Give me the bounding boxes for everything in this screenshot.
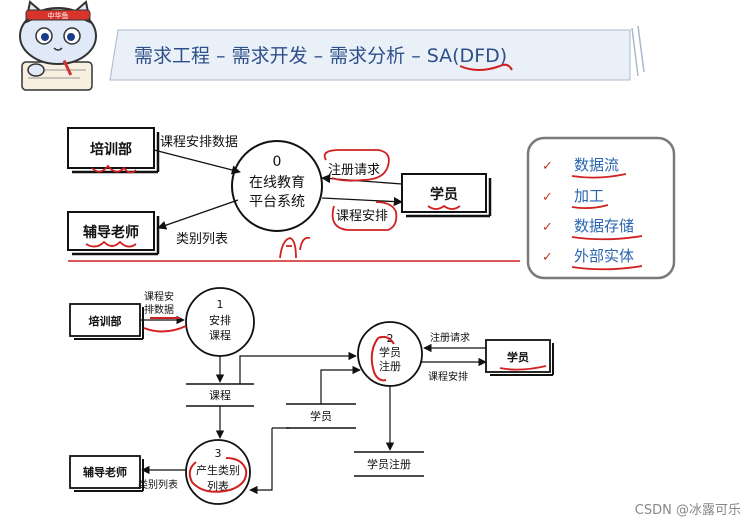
level1-p1-number: 1 <box>217 298 224 311</box>
level1-store-student: 学员 <box>286 403 356 429</box>
level1-flow-category-list-label: 类别列表 <box>138 478 178 491</box>
level1-flow-register-request-label: 注册请求 <box>430 331 470 344</box>
watermark: CSDN @冰露可乐 <box>634 503 741 518</box>
context-entity-student: 学员 <box>401 173 492 218</box>
level1-flow-course-data-line1: 课程安 <box>144 290 174 303</box>
level1-store-course: 课程 <box>186 383 254 407</box>
context-entity-training-label: 培训部 <box>90 141 132 158</box>
legend-check-icon: ✓ <box>542 250 553 265</box>
context-flow-category-list <box>157 199 239 230</box>
context-flow-course-schedule-label: 课程安排 <box>336 209 388 224</box>
context-flow-register-request-label: 注册请求 <box>328 163 380 178</box>
level1-entity-student: 学员 <box>485 339 554 376</box>
level1-entity-student-label: 学员 <box>507 350 529 364</box>
legend-check-icon: ✓ <box>542 220 553 235</box>
context-entity-teacher: 辅导老师 <box>67 211 160 256</box>
legend-panel: ✓ 数据流 ✓ 加工 ✓ 数据存储 ✓ 外部实体 <box>526 136 676 280</box>
mascot-icon: 中华鱼 <box>19 0 97 91</box>
level1-store-student-label: 学员 <box>310 409 332 423</box>
level1-p3-number: 3 <box>215 447 222 460</box>
legend-check-icon: ✓ <box>542 159 553 174</box>
mascot-badge: 中华鱼 <box>48 11 69 20</box>
context-entity-training: 培训部 <box>67 127 160 174</box>
level1-entity-teacher: 辅导老师 <box>69 455 144 492</box>
title-annotation <box>459 63 513 71</box>
level1-flow-course-schedule-label: 课程安排 <box>428 370 468 383</box>
level1-p1-line2: 课程 <box>209 329 231 342</box>
level1-flow-student-to-p2 <box>320 365 361 404</box>
level1-flow-course-to-p2 <box>239 351 357 384</box>
level1-entity-training: 培训部 <box>69 303 144 340</box>
legend-item-data-flow: 数据流 <box>574 156 619 174</box>
page-title: 需求工程 – 需求开发 – 需求分析 – SA(DFD) <box>134 45 507 67</box>
context-entity-student-label: 学员 <box>430 186 458 203</box>
level1-store-course-label: 课程 <box>209 389 231 402</box>
level1-flow-student-to-p3 <box>249 428 273 495</box>
level1-p2-line1: 学员 <box>379 345 401 359</box>
level1-process-2: 2 学员 注册 <box>357 321 423 387</box>
context-process-number: 0 <box>273 154 282 170</box>
context-flow-course-data <box>153 149 241 175</box>
level1-diagram: 培训部 辅导老师 学员 1 安排 课程 2 学员 注册 <box>69 287 554 505</box>
context-process-0: 0 在线教育 平台系统 <box>231 140 323 232</box>
legend-item-external-entity: 外部实体 <box>574 247 634 265</box>
context-diagram: 培训部 辅导老师 学员 0 在线教育 平台系统 课程安排数据 <box>67 127 492 259</box>
context-process-line1: 在线教育 <box>249 175 305 191</box>
context-flow-course-schedule <box>321 197 403 207</box>
legend-item-data-store: 数据存储 <box>574 217 634 235</box>
title-banner: 需求工程 – 需求开发 – 需求分析 – SA(DFD) <box>109 25 645 81</box>
context-flow-course-data-label: 课程安排数据 <box>160 135 238 150</box>
level1-store-registration-label: 学员注册 <box>367 457 411 471</box>
legend-item-process: 加工 <box>574 187 604 205</box>
level1-process-3: 3 产生类别 列表 <box>185 439 251 505</box>
level1-p2-line2: 注册 <box>379 359 401 373</box>
level1-p1-line1: 安排 <box>209 313 231 327</box>
context-process-line2: 平台系统 <box>249 194 305 210</box>
context-entity-teacher-label: 辅导老师 <box>83 224 139 241</box>
level1-store-registration: 学员注册 <box>354 451 424 477</box>
level1-entity-training-label: 培训部 <box>89 314 122 328</box>
legend-check-icon: ✓ <box>542 190 553 205</box>
level1-entity-teacher-label: 辅导老师 <box>83 465 127 479</box>
level1-process-1: 1 安排 课程 <box>185 287 255 357</box>
level1-p3-line2: 列表 <box>207 479 229 493</box>
context-flow-category-list-label: 类别列表 <box>176 232 228 247</box>
level1-flow-course-data-line2: 排数据 <box>144 303 174 316</box>
level1-p3-line1: 产生类别 <box>196 463 240 477</box>
